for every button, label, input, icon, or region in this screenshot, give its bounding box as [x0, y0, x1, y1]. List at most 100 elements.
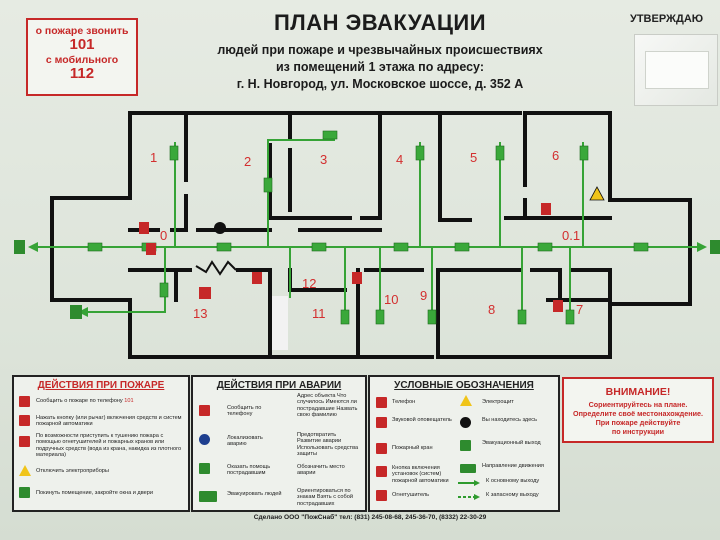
emergency-call-box: о пожаре звонить 101 с мобильного 112: [26, 18, 138, 96]
room-number-6: 6: [552, 148, 559, 163]
symbol-hydrant: Пожарный кран: [392, 445, 433, 451]
accident-note-1: Адрес объекта Что случилось Имеются ли п…: [297, 393, 358, 419]
fire-action-5: Покинуть помещение, закройте окна и двер…: [36, 490, 153, 496]
symbol-siren: Звуковой оповещатель: [392, 417, 452, 423]
symbol-spare-exit: К запасному выходу: [486, 492, 539, 498]
accident-actions-title: ДЕЙСТВИЯ ПРИ АВАРИИ: [216, 380, 342, 391]
fire-action-3: По возможности приступить к тушению пожа…: [36, 433, 182, 459]
symbol-extinguisher: Огнетушитель: [392, 492, 430, 498]
symbols-panel: УСЛОВНЫЕ ОБОЗНАЧЕНИЯ Телефон Звуковой оп…: [368, 375, 560, 512]
exit-signs: [14, 240, 720, 319]
symbol-you-are-here: Вы находитесь здесь: [482, 417, 538, 423]
room-number-12: 12: [302, 276, 316, 291]
extinguisher-marker: [352, 272, 362, 284]
exit-sign-west: [14, 240, 25, 254]
fire-number: 101: [69, 36, 95, 53]
room-number-1: 1: [150, 150, 157, 165]
siren-icon: [376, 417, 387, 428]
attention-box: ВНИМАНИЕ! Сориентируйтесь на плане. Опре…: [562, 377, 714, 443]
attention-title: ВНИМАНИЕ!: [605, 386, 671, 398]
walls: [50, 111, 692, 359]
symbol-direction: Направление движения: [482, 463, 544, 469]
attention-line-3: При пожаре действуйте: [595, 418, 681, 427]
approval-stamp-area: [634, 34, 718, 106]
accident-action-1: Сообщить по телефону: [227, 405, 262, 418]
point-0: 0: [160, 228, 167, 243]
hydrant-marker: [146, 243, 156, 255]
exit-sign-east: [710, 240, 720, 254]
plan-address: г. Н. Новгород, ул. Московское шоссе, д.…: [236, 77, 524, 91]
point-0-1: 0.1: [562, 228, 580, 243]
accident-action-2: Локализовать аварию: [227, 435, 263, 448]
room-number-13: 13: [193, 306, 207, 321]
room-number-8: 8: [488, 302, 495, 317]
fire-action-1: Сообщить о пожаре по телефону 101: [36, 398, 134, 404]
mobile-number: 112: [69, 65, 95, 82]
obscured-area: [272, 296, 288, 350]
fire-action-2: Нажать кнопку (или рычаг) включения сред…: [36, 415, 182, 428]
phone-marker: [199, 287, 211, 299]
extinguisher-marker: [541, 203, 551, 215]
first-aid-icon: [199, 463, 210, 474]
phone-icon: [376, 397, 387, 408]
electric-shield-marker: [589, 186, 605, 201]
you-are-here-marker: [214, 222, 226, 234]
phone-icon: [19, 396, 30, 407]
symbols-title: УСЛОВНЫЕ ОБОЗНАЧЕНИЯ: [394, 380, 534, 391]
evac-exit-icon: [460, 440, 471, 451]
symbol-electric-shield: Электрощит: [482, 399, 514, 405]
plan-title: ПЛАН ЭВАКУАЦИИ: [273, 10, 487, 35]
extinguisher-marker: [139, 222, 149, 234]
accident-note-2: Предотвратить Развитие аварии Использова…: [297, 432, 359, 458]
attention-line-2: Определите своё местонахождение.: [573, 409, 703, 418]
fire-action-4: Отключить электроприборы: [36, 468, 109, 474]
attention-line-4: по инструкции: [611, 427, 665, 436]
call-label: о пожаре звонить: [35, 25, 129, 37]
fire-actions-panel: ДЕЙСТВИЯ ПРИ ПОЖАРЕ Сообщить о пожаре по…: [12, 375, 190, 512]
exit-arrow-legend: [458, 480, 480, 500]
symbol-alarm-button: Кнопка включения установок (систем) пожа…: [392, 465, 449, 484]
accident-note-3: Обозначить место аварии: [297, 464, 345, 477]
extinguisher-marker: [252, 272, 262, 284]
plan-subtitle-2: из помещений 1 этажа по адресу:: [275, 60, 485, 74]
you-are-here-icon: [460, 417, 471, 428]
room-number-10: 10: [384, 292, 398, 307]
room-numbers: 1 2 3 4 5 6 7 8 9 10 11 12 13 0 0.1: [150, 148, 583, 321]
fire-hydrant-icon: [376, 443, 387, 454]
extinguisher-marker: [553, 300, 563, 312]
evacuate-icon: [199, 491, 217, 502]
symbol-evac-exit: Эвакуационный выход: [482, 440, 541, 446]
room-number-9: 9: [420, 288, 427, 303]
exit-icon: [19, 487, 30, 498]
symbol-main-exit: К основному выходу: [486, 478, 540, 484]
direction-signs: [87, 130, 649, 325]
approval-label: УТВЕРЖДАЮ: [630, 13, 704, 25]
phone-icon: [199, 405, 210, 416]
route-arrowheads: [28, 242, 707, 317]
fire-hose-icon: [19, 436, 30, 447]
accident-action-4: Эвакуировать людей: [227, 491, 282, 497]
room-number-4: 4: [396, 152, 403, 167]
accident-note-4: Ориентироваться по знакам Взять с собой …: [297, 488, 353, 507]
direction-icon: [460, 464, 476, 473]
electric-shield-icon: [460, 395, 472, 406]
room-number-5: 5: [470, 150, 477, 165]
symbol-phone: Телефон: [392, 399, 416, 405]
high-voltage-icon: [19, 465, 31, 476]
exit-sign-southwest: [70, 305, 82, 319]
alarm-button-icon: [19, 415, 30, 426]
room-number-7: 7: [576, 302, 583, 317]
accident-actions-panel: ДЕЙСТВИЯ ПРИ АВАРИИ Сообщить по телефону…: [191, 375, 367, 512]
folding-door: [195, 260, 237, 276]
room-number-11: 11: [312, 306, 326, 321]
room-number-3: 3: [320, 152, 327, 167]
fire-actions-title: ДЕЙСТВИЯ ПРИ ПОЖАРЕ: [37, 380, 165, 391]
accident-action-3: Оказать помощь пострадавшим: [227, 464, 271, 477]
fire-equipment: [139, 203, 563, 312]
manufacturer-footer: Сделано ООО "ПожСнаб" тел: (831) 245-08-…: [253, 514, 487, 521]
plan-subtitle-1: людей при пожаре и чрезвычайных происшес…: [217, 43, 543, 57]
room-number-2: 2: [244, 154, 251, 169]
alarm-button-icon: [376, 466, 387, 477]
mobile-label: с мобильного: [45, 54, 119, 66]
